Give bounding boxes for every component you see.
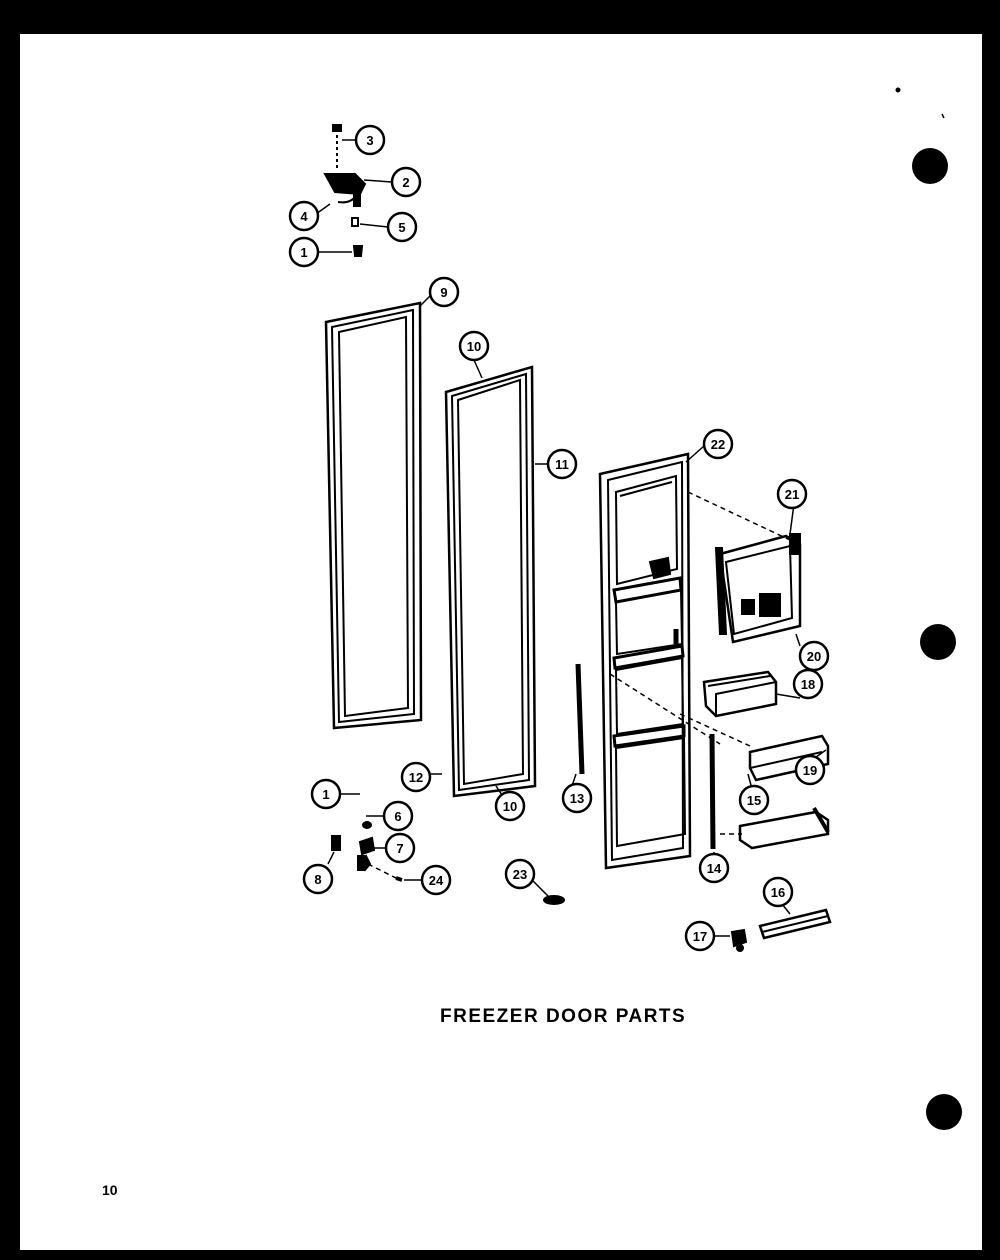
callout-label: 22: [711, 437, 725, 452]
callout-label: 17: [693, 929, 707, 944]
retainer-rod-13: [575, 663, 585, 775]
callout-9: 9: [428, 276, 460, 308]
ice-bucket: [702, 670, 778, 718]
door-shelf: [748, 734, 830, 782]
inner-door-panel: [598, 452, 692, 870]
callout-label: 4: [300, 209, 308, 224]
retainer-rod-14: [709, 733, 716, 850]
callout-label: 15: [747, 793, 761, 808]
hinge-cap: [352, 245, 364, 257]
callout-label: 1: [300, 245, 307, 260]
callout-12: 12: [400, 761, 432, 793]
callout-label: 12: [409, 770, 423, 785]
callout-23: 23: [504, 858, 536, 890]
hinge-bracket: [323, 173, 367, 196]
callout-18: 18: [792, 668, 824, 700]
callout-5: 5: [386, 211, 418, 243]
callout-3: 3: [354, 124, 386, 156]
callout-label: 16: [771, 885, 785, 900]
callout-label: 13: [570, 791, 584, 806]
speck: [895, 87, 901, 93]
callout-20: 20: [798, 640, 830, 672]
hinge-pin: [353, 191, 361, 207]
callout-6: 6: [382, 800, 414, 832]
binder-hole-middle: [920, 624, 956, 660]
callout-21: 21: [776, 478, 808, 510]
callout-4: 4: [288, 200, 320, 232]
callout-24: 24: [420, 864, 452, 896]
callout-1-bottom: 1: [310, 778, 342, 810]
dispenser-module: [714, 533, 802, 644]
callout-label: 24: [429, 873, 444, 888]
callout-8: 8: [302, 863, 334, 895]
callout-label: 5: [398, 220, 405, 235]
parts-sheet: 1 2 3 4 5 1 6 7 8 24 9 10 10 11 12 13 14…: [20, 34, 982, 1250]
callout-label: 8: [314, 872, 321, 887]
callout-label: 3: [366, 133, 373, 148]
assembly-leaders: [367, 491, 791, 881]
callout-label: 2: [402, 175, 409, 190]
callout-label: 10: [503, 799, 517, 814]
callout-label: 11: [555, 457, 569, 472]
binder-hole-top: [912, 148, 948, 184]
callout-label: 1: [322, 787, 329, 802]
callout-17: 17: [684, 920, 716, 952]
callout-19: 19: [794, 754, 826, 786]
callout-11: 11: [546, 448, 578, 480]
screw-head: [332, 124, 342, 132]
callout-label: 18: [801, 677, 815, 692]
callout-15: 15: [738, 784, 770, 816]
callout-label: 9: [440, 285, 447, 300]
callout-10-bottom: 10: [494, 790, 526, 822]
callout-13: 13: [561, 782, 593, 814]
exploded-parts-diagram: 1 2 3 4 5 1 6 7 8 24 9 10 10 11 12 13 14…: [288, 87, 945, 952]
speck: [941, 113, 945, 119]
callout-7: 7: [384, 832, 416, 864]
top-hinge-hardware: [323, 124, 367, 257]
callout-10-top: 10: [458, 330, 490, 362]
callout-label: 7: [396, 841, 403, 856]
binder-hole-bottom: [926, 1094, 962, 1130]
bushing: [351, 217, 359, 227]
clip: [730, 928, 748, 952]
door-gasket: [324, 301, 423, 730]
door-liner-frame: [444, 365, 537, 798]
plug: [543, 895, 565, 905]
callout-label: 20: [807, 649, 821, 664]
kick-bar: [758, 908, 832, 940]
callout-16: 16: [762, 876, 794, 908]
callout-22: 22: [702, 428, 734, 460]
callout-14: 14: [698, 852, 730, 884]
callout-label: 21: [785, 487, 799, 502]
lower-door-bar: [738, 806, 830, 850]
lower-hinge-hardware: [331, 821, 403, 882]
callout-label: 6: [394, 809, 401, 824]
callout-label: 14: [707, 861, 722, 876]
callouts: 1 2 3 4 5 1 6 7 8 24 9 10 10 11 12 13 14…: [288, 124, 830, 952]
callout-label: 10: [467, 339, 481, 354]
callout-2: 2: [390, 166, 422, 198]
diagram-title: FREEZER DOOR PARTS: [440, 1006, 687, 1027]
callout-label: 23: [513, 867, 527, 882]
page-number: 10: [102, 1182, 118, 1198]
callout-label: 19: [803, 763, 817, 778]
callout-1-top: 1: [288, 236, 320, 268]
